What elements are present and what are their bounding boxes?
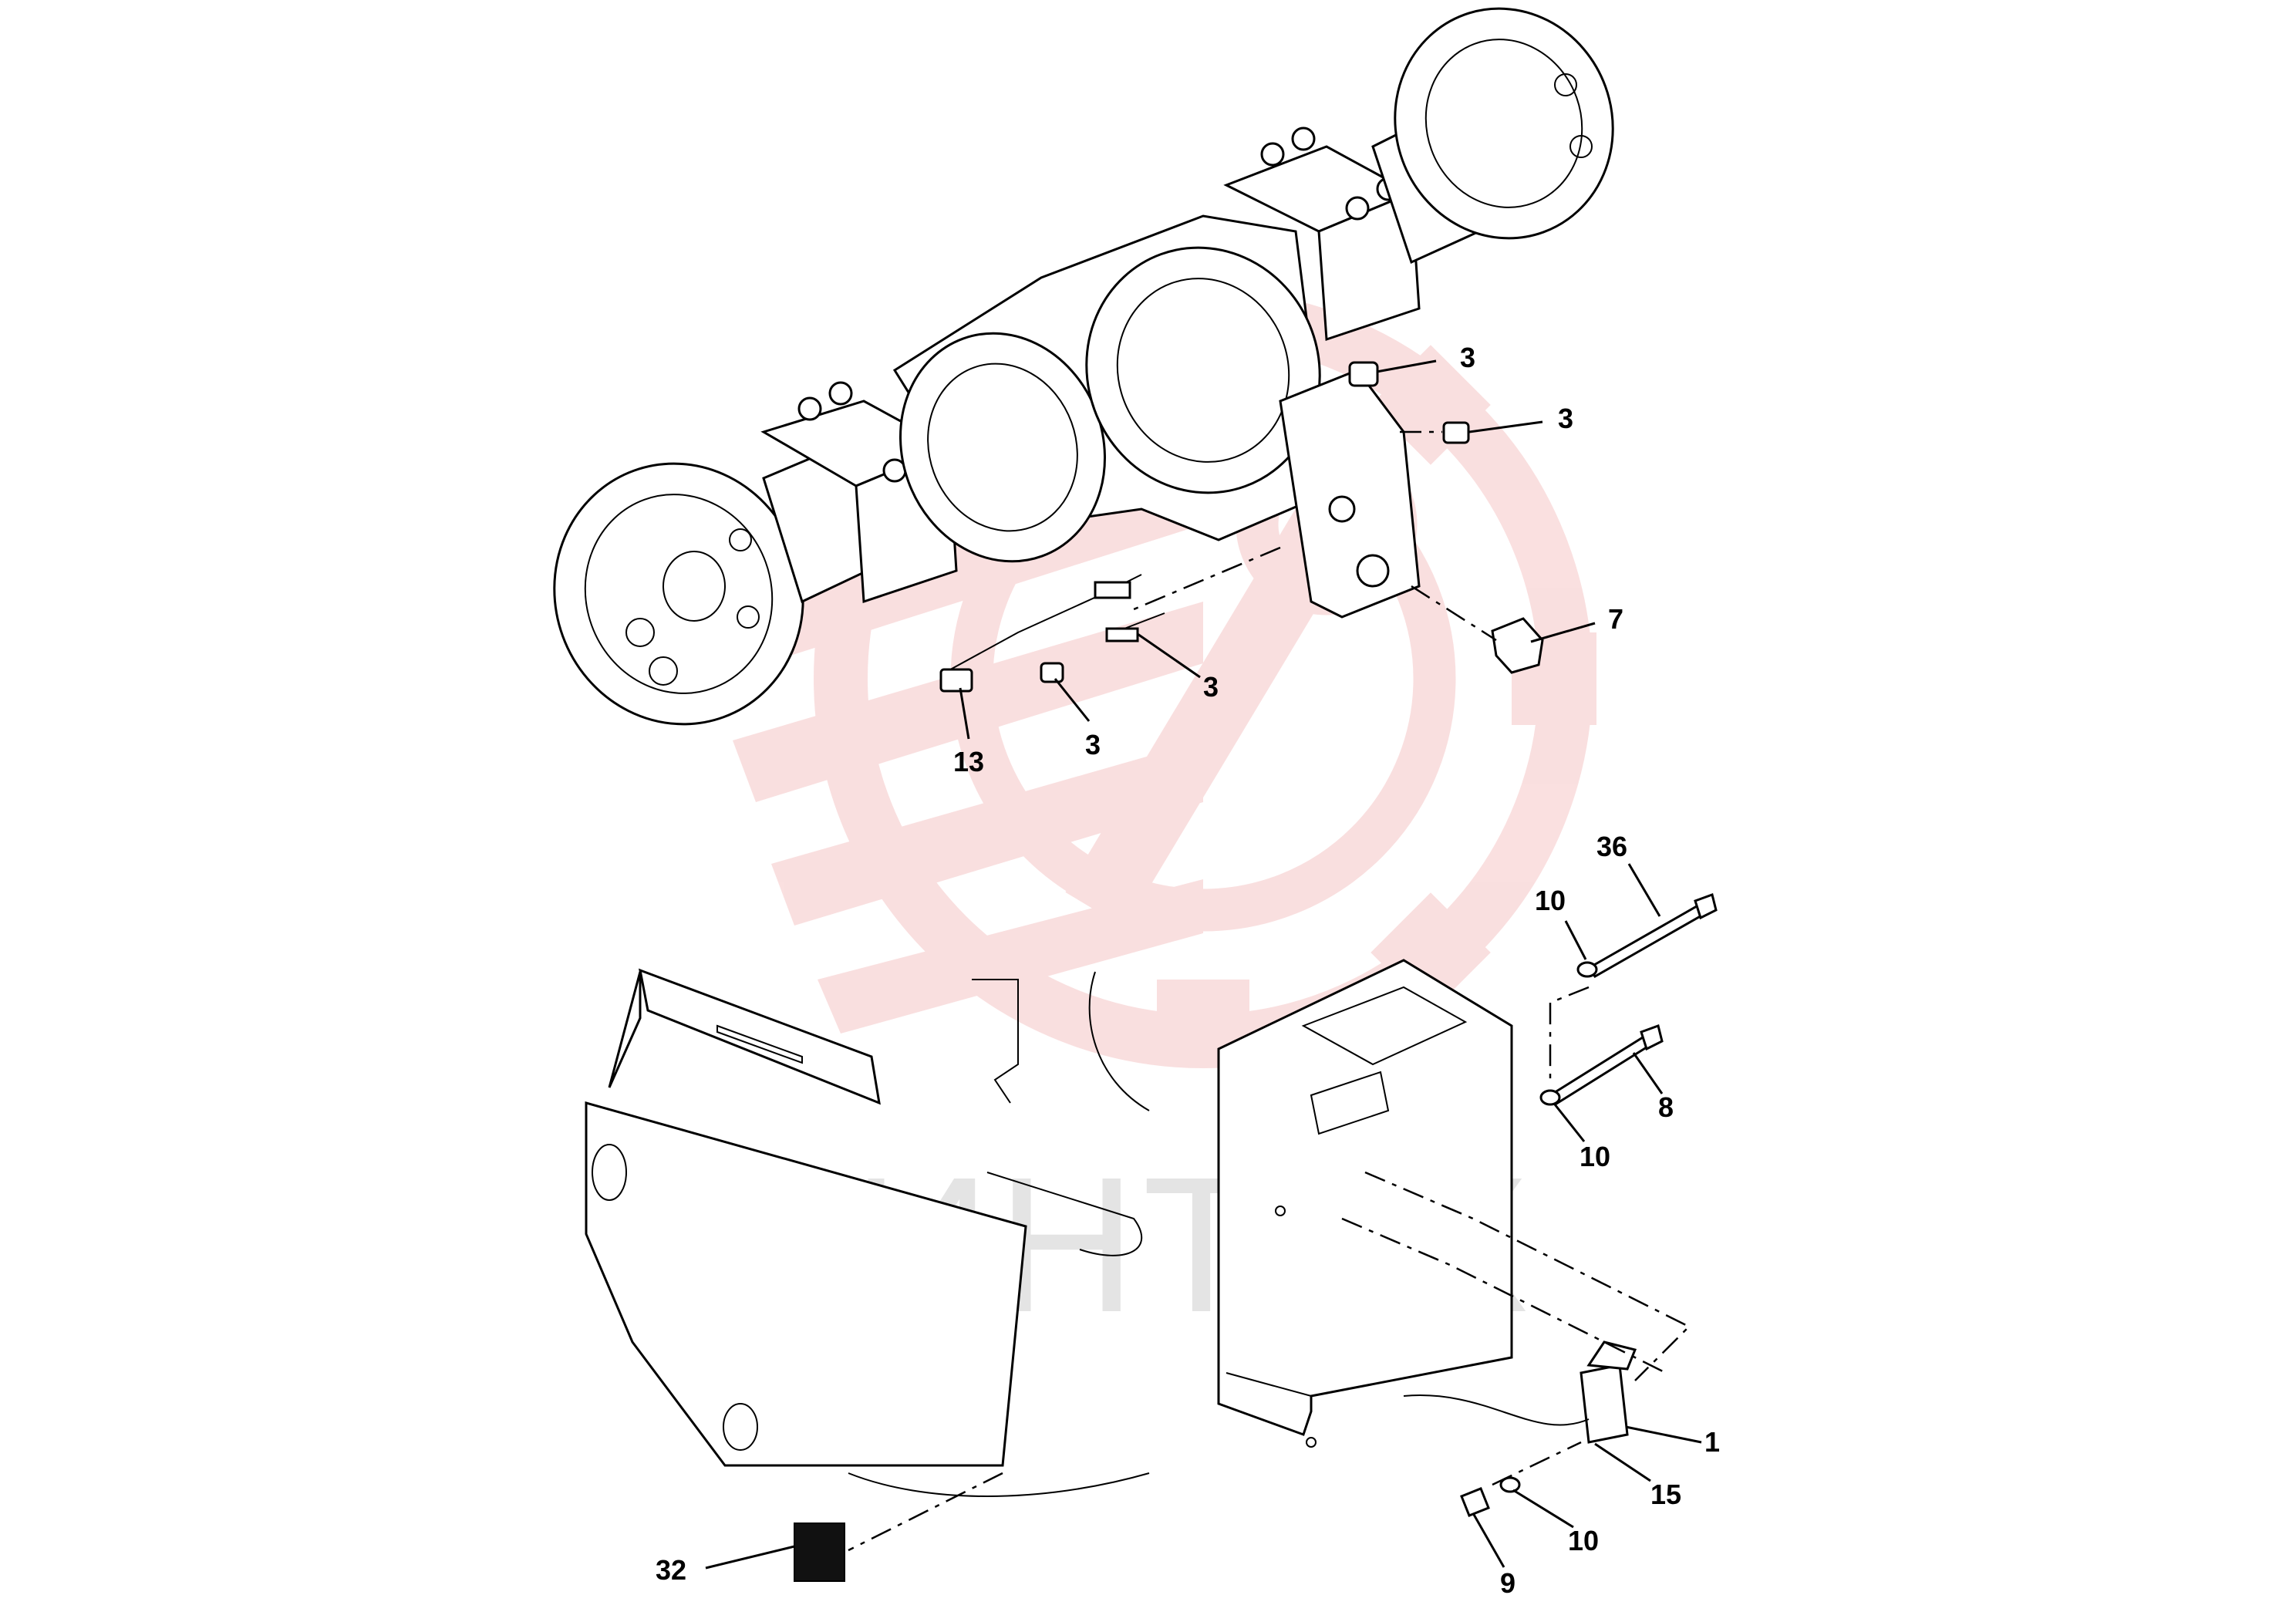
control-valve-block [1279, 369, 1421, 619]
assembly-line [1411, 585, 1497, 642]
sensor-cable-15 [1403, 1394, 1590, 1426]
leader-line [1594, 1442, 1651, 1482]
center-housing [1085, 246, 1321, 494]
bolt-9 [1460, 1487, 1490, 1517]
leader-line [1530, 622, 1596, 643]
bolt-36 [1586, 893, 1718, 978]
callout-label: 36 [1596, 831, 1627, 862]
assembly-line [1549, 986, 1590, 1080]
assembly-line [1364, 1171, 1691, 1381]
assembly-line [1133, 546, 1281, 611]
washer-10a [1576, 961, 1598, 978]
leader-line [1137, 632, 1201, 679]
callout-label: 15 [1650, 1479, 1681, 1510]
bolt-8 [1548, 1024, 1664, 1106]
leader-line [1054, 678, 1091, 722]
callout-label: 3 [1203, 671, 1219, 703]
leader-line [1627, 863, 1661, 917]
mounting-bracket [1217, 959, 1513, 1448]
callout-label: 32 [656, 1554, 686, 1586]
callout-label: 3 [1085, 729, 1101, 760]
axle-assembly [553, 7, 1614, 726]
fitting-3a [1348, 361, 1379, 387]
washer-10b [1539, 1089, 1561, 1106]
leader-line [959, 687, 970, 740]
callout-label: 8 [1658, 1091, 1674, 1123]
callout-label: 10 [1580, 1141, 1610, 1172]
callout-label: 10 [1535, 885, 1566, 916]
leader-line [1512, 1489, 1574, 1529]
elbow-fitting-7 [1491, 617, 1544, 674]
right-mounting-block [1223, 126, 1421, 342]
assembly-line [1492, 1441, 1582, 1486]
callout-label: 13 [953, 746, 984, 777]
callout-label: 3 [1558, 403, 1573, 434]
leader-line [705, 1545, 795, 1570]
sensor-cable-13 [939, 574, 1142, 693]
leader-line [1625, 1425, 1702, 1444]
leader-line [1468, 420, 1543, 433]
right-wheel-hub [1394, 7, 1614, 240]
leader-line [1472, 1512, 1505, 1568]
plug-3d [1040, 662, 1064, 683]
callout-label: 3 [1460, 342, 1475, 373]
washer-10c [1499, 1476, 1521, 1493]
fitting-3b [1442, 421, 1470, 444]
assembly-line [848, 1472, 1003, 1552]
callout-label: 1 [1704, 1426, 1720, 1458]
leader-line [1632, 1052, 1664, 1094]
speed-sensor-1 [1580, 1340, 1637, 1444]
leader-line [1564, 920, 1587, 960]
frame-panel [585, 968, 1150, 1497]
leader-line [1376, 359, 1437, 373]
callout-label: 9 [1500, 1567, 1515, 1599]
callout-label: 10 [1568, 1525, 1599, 1556]
callout-label: 7 [1608, 603, 1623, 635]
label-plate-32 [794, 1523, 845, 1582]
leader-line [1553, 1104, 1586, 1142]
